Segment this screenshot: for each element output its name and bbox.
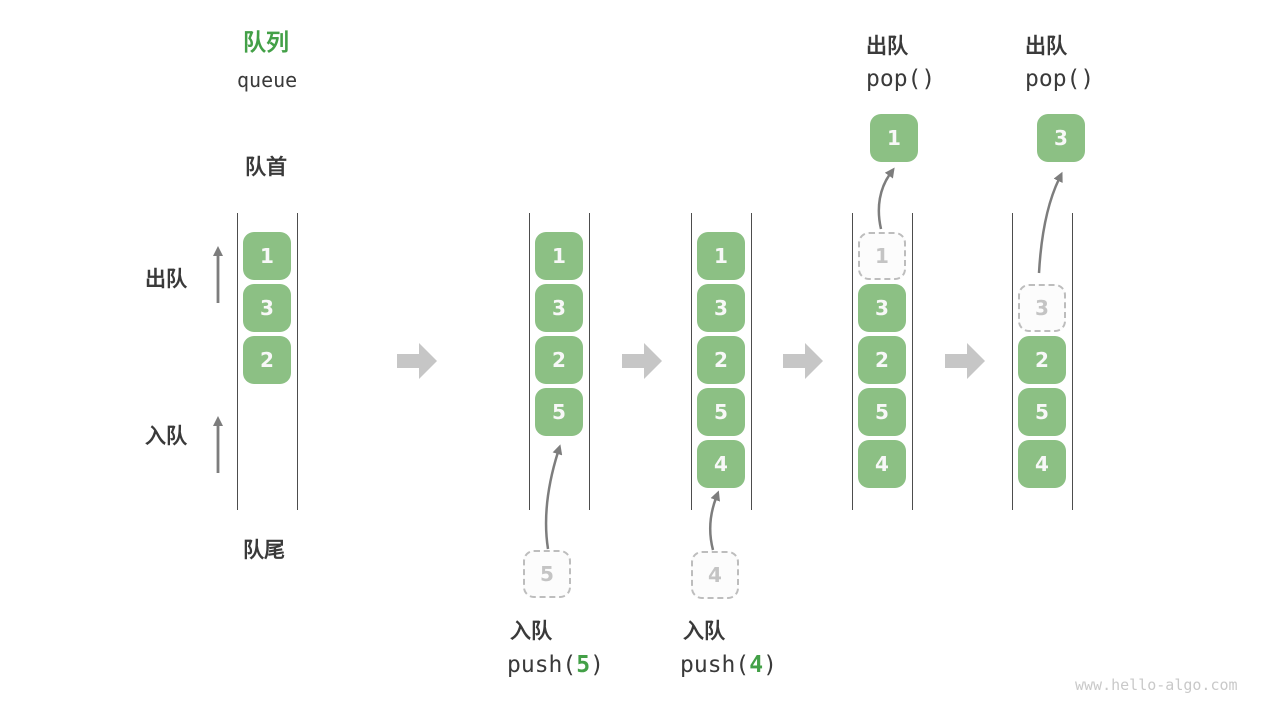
queue-item-box: 3 — [858, 284, 906, 332]
push-4-operation-label: 入队 push(4) — [680, 619, 777, 679]
code-text: push( — [680, 652, 750, 678]
push-operand-box: 4 — [691, 551, 739, 599]
pop-label-zh: 出队 — [866, 34, 908, 58]
queue-item-box: 2 — [1018, 336, 1066, 384]
queue-state-pop-1: 1 3 2 5 4 — [852, 213, 913, 510]
diagram-title-zh: 队列 — [243, 30, 289, 56]
queue-state-pop-3: 3 2 5 4 — [1012, 213, 1073, 510]
removed-item-ghost-box: 1 — [858, 232, 906, 280]
queue-item-box: 3 — [535, 284, 583, 332]
queue-state-after-push-4: 1 3 2 5 4 — [691, 213, 752, 510]
queue-front-label: 队首 — [245, 155, 287, 179]
queue-state-after-push-5: 1 3 2 5 — [529, 213, 590, 510]
queue-item-box: 4 — [858, 440, 906, 488]
queue-item-box: 5 — [535, 388, 583, 436]
code-text: push( — [507, 652, 577, 678]
queue-item-box: 4 — [1018, 440, 1066, 488]
pop-label-zh: 出队 — [1025, 34, 1067, 58]
flow-arrow-3 — [783, 343, 823, 379]
queue-item-box: 2 — [697, 336, 745, 384]
pop-3-operation-label: 出队 pop() — [1025, 34, 1094, 93]
queue-item-box: 3 — [243, 284, 291, 332]
diagram-title-en: queue — [237, 68, 298, 92]
pop-1-operation-label: 出队 pop() — [866, 34, 935, 93]
queue-item-box: 4 — [697, 440, 745, 488]
flow-arrow-2 — [622, 343, 662, 379]
queue-item-box: 5 — [858, 388, 906, 436]
push-operand-box: 5 — [523, 550, 571, 598]
site-watermark: www.hello-algo.com — [1075, 676, 1238, 694]
enqueue-side-label: 入队 — [145, 424, 187, 448]
queue-item-box: 2 — [535, 336, 583, 384]
queue-item-box: 5 — [697, 388, 745, 436]
flow-arrow-1 — [397, 343, 437, 379]
push-label-zh: 入队 — [683, 619, 725, 643]
queue-item-box: 3 — [697, 284, 745, 332]
queue-rear-label: 队尾 — [243, 538, 285, 562]
code-arg: 4 — [749, 652, 764, 678]
queue-item-box: 2 — [858, 336, 906, 384]
push-label-code: push(4) — [680, 651, 777, 679]
queue-state-initial: 1 3 2 — [237, 213, 298, 510]
queue-item-box: 1 — [243, 232, 291, 280]
queue-item-box: 5 — [1018, 388, 1066, 436]
queue-item-box: 1 — [535, 232, 583, 280]
popped-item-box: 1 — [870, 114, 918, 162]
popped-item-box: 3 — [1037, 114, 1085, 162]
push-label-code: push(5) — [507, 651, 604, 679]
pop-label-code: pop() — [866, 66, 936, 92]
code-text: ) — [763, 652, 777, 678]
code-text: ) — [590, 652, 604, 678]
push-5-operation-label: 入队 push(5) — [507, 619, 604, 679]
dequeue-side-label: 出队 — [145, 267, 187, 291]
flow-arrow-4 — [945, 343, 985, 379]
queue-item-box: 2 — [243, 336, 291, 384]
pop-label-code: pop() — [1025, 66, 1095, 92]
queue-item-box: 1 — [697, 232, 745, 280]
removed-item-ghost-box: 3 — [1018, 284, 1066, 332]
code-arg: 5 — [576, 652, 591, 678]
push-label-zh: 入队 — [510, 619, 552, 643]
